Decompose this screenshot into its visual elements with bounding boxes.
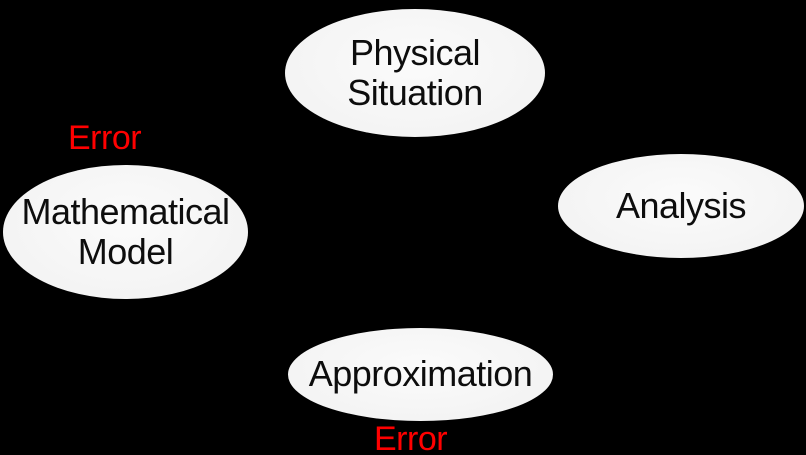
node-approximation-line1: Approximation <box>308 353 533 395</box>
node-physical-situation-line2: Situation <box>347 72 483 113</box>
node-physical-situation-line1: Physical <box>349 31 481 73</box>
node-physical-situation: Physical Situation <box>285 9 545 137</box>
error-label-upper: Error <box>68 119 142 157</box>
node-approximation: Approximation <box>288 328 553 421</box>
node-mathematical-model-line1: Mathematical <box>21 190 230 232</box>
error-label-lower: Error <box>374 420 448 455</box>
node-mathematical-model: Mathematical Model <box>3 165 248 299</box>
node-mathematical-model-line2: Model <box>77 231 174 272</box>
node-analysis-line1: Analysis <box>615 184 747 226</box>
node-analysis: Analysis <box>558 154 804 258</box>
